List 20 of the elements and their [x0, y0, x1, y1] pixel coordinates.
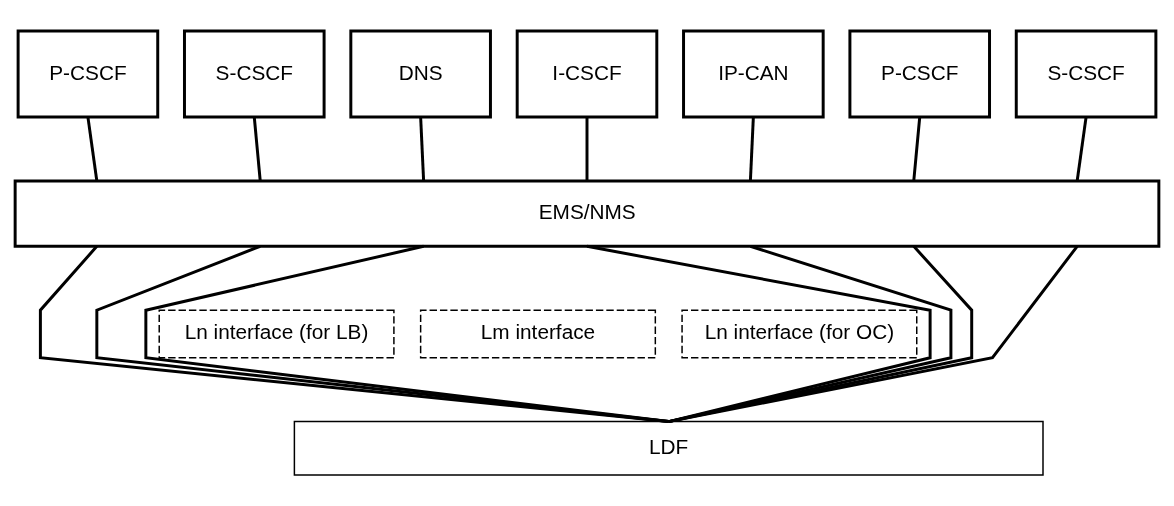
node-box: Ln interface (for LB) [158, 309, 395, 359]
node-box: P-CSCF [848, 29, 991, 119]
connector [748, 117, 755, 182]
connector [585, 117, 589, 181]
node-box: I-CSCF [515, 29, 659, 119]
node-box: S-CSCF [1014, 29, 1158, 119]
node-box: IP-CAN [682, 29, 825, 119]
node-box: Ln interface (for OC) [681, 309, 918, 359]
connector [912, 116, 922, 182]
connector [419, 117, 426, 182]
node-box: P-CSCF [16, 29, 160, 119]
node-box: S-CSCF [183, 29, 326, 119]
node-box: Lm interface [419, 309, 657, 359]
node-box: EMS/NMS [13, 179, 1161, 248]
node-box: DNS [349, 29, 492, 119]
node-box: LDF [293, 420, 1044, 476]
connector [86, 116, 99, 182]
connector [252, 116, 262, 182]
connector [1075, 116, 1088, 182]
connector [668, 245, 1079, 424]
